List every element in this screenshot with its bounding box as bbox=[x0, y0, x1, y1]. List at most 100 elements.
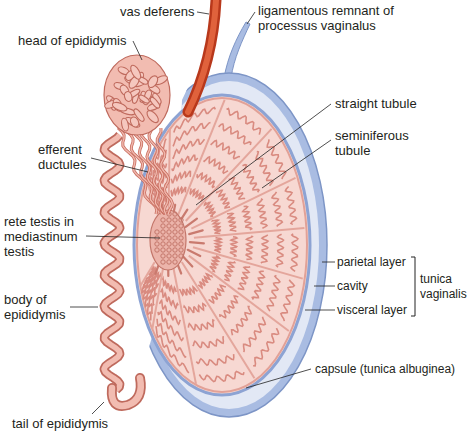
leader-line bbox=[86, 236, 160, 238]
rete-mesh bbox=[161, 236, 165, 240]
seminiferous-tubule-line bbox=[244, 317, 266, 352]
rete-mesh bbox=[161, 230, 165, 234]
rete-mesh bbox=[179, 236, 183, 240]
septum bbox=[193, 247, 303, 278]
part-label: rete testis in mediastinum testis bbox=[4, 214, 88, 259]
seminiferous-tubule-line bbox=[171, 187, 186, 196]
seminiferous-tubule-line bbox=[285, 187, 296, 225]
seminiferous-tubule-line bbox=[211, 141, 240, 159]
seminiferous-tubule-line bbox=[163, 279, 177, 293]
leader-lines bbox=[70, 12, 335, 414]
rete-mesh bbox=[167, 248, 171, 252]
rete-mesh bbox=[173, 254, 177, 258]
rete-mesh bbox=[173, 248, 177, 252]
rete-mesh bbox=[155, 242, 159, 246]
seminiferous-tubule-line bbox=[171, 171, 191, 183]
tunica-albuginea bbox=[137, 98, 307, 392]
rete-mesh bbox=[173, 236, 177, 240]
part-label: vas deferens bbox=[120, 4, 194, 19]
seminiferous-tubule-line bbox=[204, 157, 228, 173]
epididymis-body bbox=[104, 135, 120, 390]
rete-mesh bbox=[161, 248, 165, 252]
leader-line bbox=[197, 12, 209, 14]
leader-line bbox=[70, 307, 98, 308]
rete-mesh bbox=[173, 260, 177, 264]
seminiferous-tubule-line bbox=[174, 108, 216, 133]
seminiferous-tubule-line bbox=[281, 280, 294, 321]
part-label: cavity bbox=[337, 279, 368, 294]
rete-mesh bbox=[167, 230, 171, 234]
leader-line bbox=[322, 262, 335, 263]
part-label: visceral layer bbox=[337, 303, 407, 318]
seminiferous-tubule-line bbox=[220, 296, 238, 318]
head-coil bbox=[121, 118, 130, 132]
septum bbox=[194, 228, 305, 238]
seminiferous-tubule-line bbox=[156, 326, 189, 373]
seminiferous-tubule-line bbox=[188, 320, 214, 330]
head-coil bbox=[129, 116, 140, 129]
seminiferous-tubule-line bbox=[231, 237, 237, 257]
seminiferous-tubule-line bbox=[142, 285, 151, 321]
seminiferous-tubule-line bbox=[291, 234, 298, 272]
straight-tubule-line bbox=[189, 230, 202, 234]
leader-line bbox=[92, 402, 104, 414]
head-coil bbox=[111, 101, 128, 113]
tunica-vaginalis bbox=[131, 73, 327, 417]
part-label: body of epididymis bbox=[4, 292, 76, 322]
seminiferous-tubule-line bbox=[256, 152, 273, 186]
rete-mesh bbox=[179, 248, 183, 252]
epididymis-tail bbox=[112, 378, 141, 406]
rete-mesh bbox=[161, 260, 165, 264]
seminiferous-tubule-line bbox=[219, 124, 251, 145]
part-label: efferent ductules bbox=[38, 142, 98, 172]
leader-line bbox=[133, 41, 142, 60]
seminiferous-tubule-line bbox=[227, 213, 236, 231]
part-label: seminiferous tubule bbox=[335, 128, 425, 158]
straight-tubule-line bbox=[186, 219, 197, 227]
septum bbox=[182, 262, 255, 378]
seminiferous-tubule-line bbox=[232, 307, 252, 336]
rete-mesh bbox=[167, 218, 171, 222]
seminiferous-tubule-line bbox=[172, 155, 198, 170]
rete-mesh bbox=[173, 230, 177, 234]
seminiferous-tubule-line bbox=[252, 271, 264, 299]
seminiferous-tubule-line bbox=[243, 206, 252, 230]
head-coil bbox=[129, 64, 143, 81]
rete-mesh bbox=[161, 224, 165, 228]
seminiferous-tubule-line bbox=[196, 354, 234, 365]
seminiferous-tubule-line bbox=[272, 192, 282, 227]
head-coil bbox=[145, 109, 160, 125]
rete-mesh bbox=[179, 254, 183, 258]
seminiferous-tubule-line bbox=[205, 202, 216, 217]
rete-mesh bbox=[161, 254, 165, 258]
processus-remnant bbox=[224, 22, 250, 78]
seminiferous-tubule-line bbox=[210, 256, 219, 272]
seminiferous-tubule-line bbox=[229, 178, 245, 199]
rete-mesh bbox=[167, 236, 171, 240]
seminiferous-tubule-line bbox=[173, 123, 210, 147]
rete-mesh bbox=[155, 248, 159, 252]
part-label: straight tubule bbox=[335, 96, 417, 111]
seminiferous-tubule-line bbox=[227, 109, 261, 135]
rete-mesh bbox=[161, 242, 165, 246]
part-label: parietal layer bbox=[337, 255, 406, 270]
septum bbox=[189, 256, 289, 331]
efferent-ductule bbox=[157, 128, 172, 214]
seminiferous-tubule-line bbox=[190, 188, 204, 201]
seminiferous-tubule-line bbox=[267, 275, 280, 311]
epididymis-head bbox=[104, 55, 170, 135]
seminiferous-tubule-line bbox=[224, 262, 234, 281]
rete-mesh bbox=[167, 224, 171, 228]
rete-mesh bbox=[173, 212, 177, 216]
seminiferous-tubule-line bbox=[209, 285, 226, 303]
leader-line bbox=[262, 140, 331, 188]
epididymis-body bbox=[104, 135, 120, 390]
rete-mesh bbox=[173, 224, 177, 228]
seminiferous-tubule-line bbox=[246, 236, 252, 260]
leader-line bbox=[305, 310, 335, 311]
bracket-group bbox=[411, 257, 415, 316]
epididymis bbox=[104, 55, 173, 406]
seminiferous-tubule-line bbox=[257, 199, 267, 228]
leader-line bbox=[247, 12, 255, 24]
seminiferous-tubule-line bbox=[212, 220, 220, 234]
